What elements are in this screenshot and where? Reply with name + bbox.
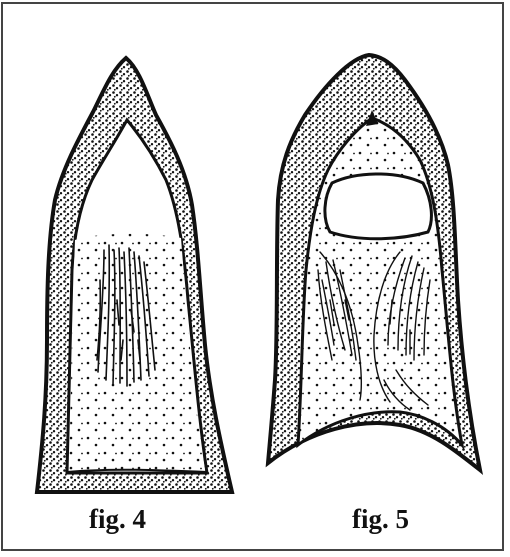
- fig5-drawing: [268, 55, 480, 470]
- fig4-drawing: [37, 58, 232, 492]
- fig4-caption: fig. 4: [89, 504, 146, 535]
- fig5-caption: fig. 5: [352, 504, 409, 535]
- fig5-clear-chamber: [325, 174, 432, 239]
